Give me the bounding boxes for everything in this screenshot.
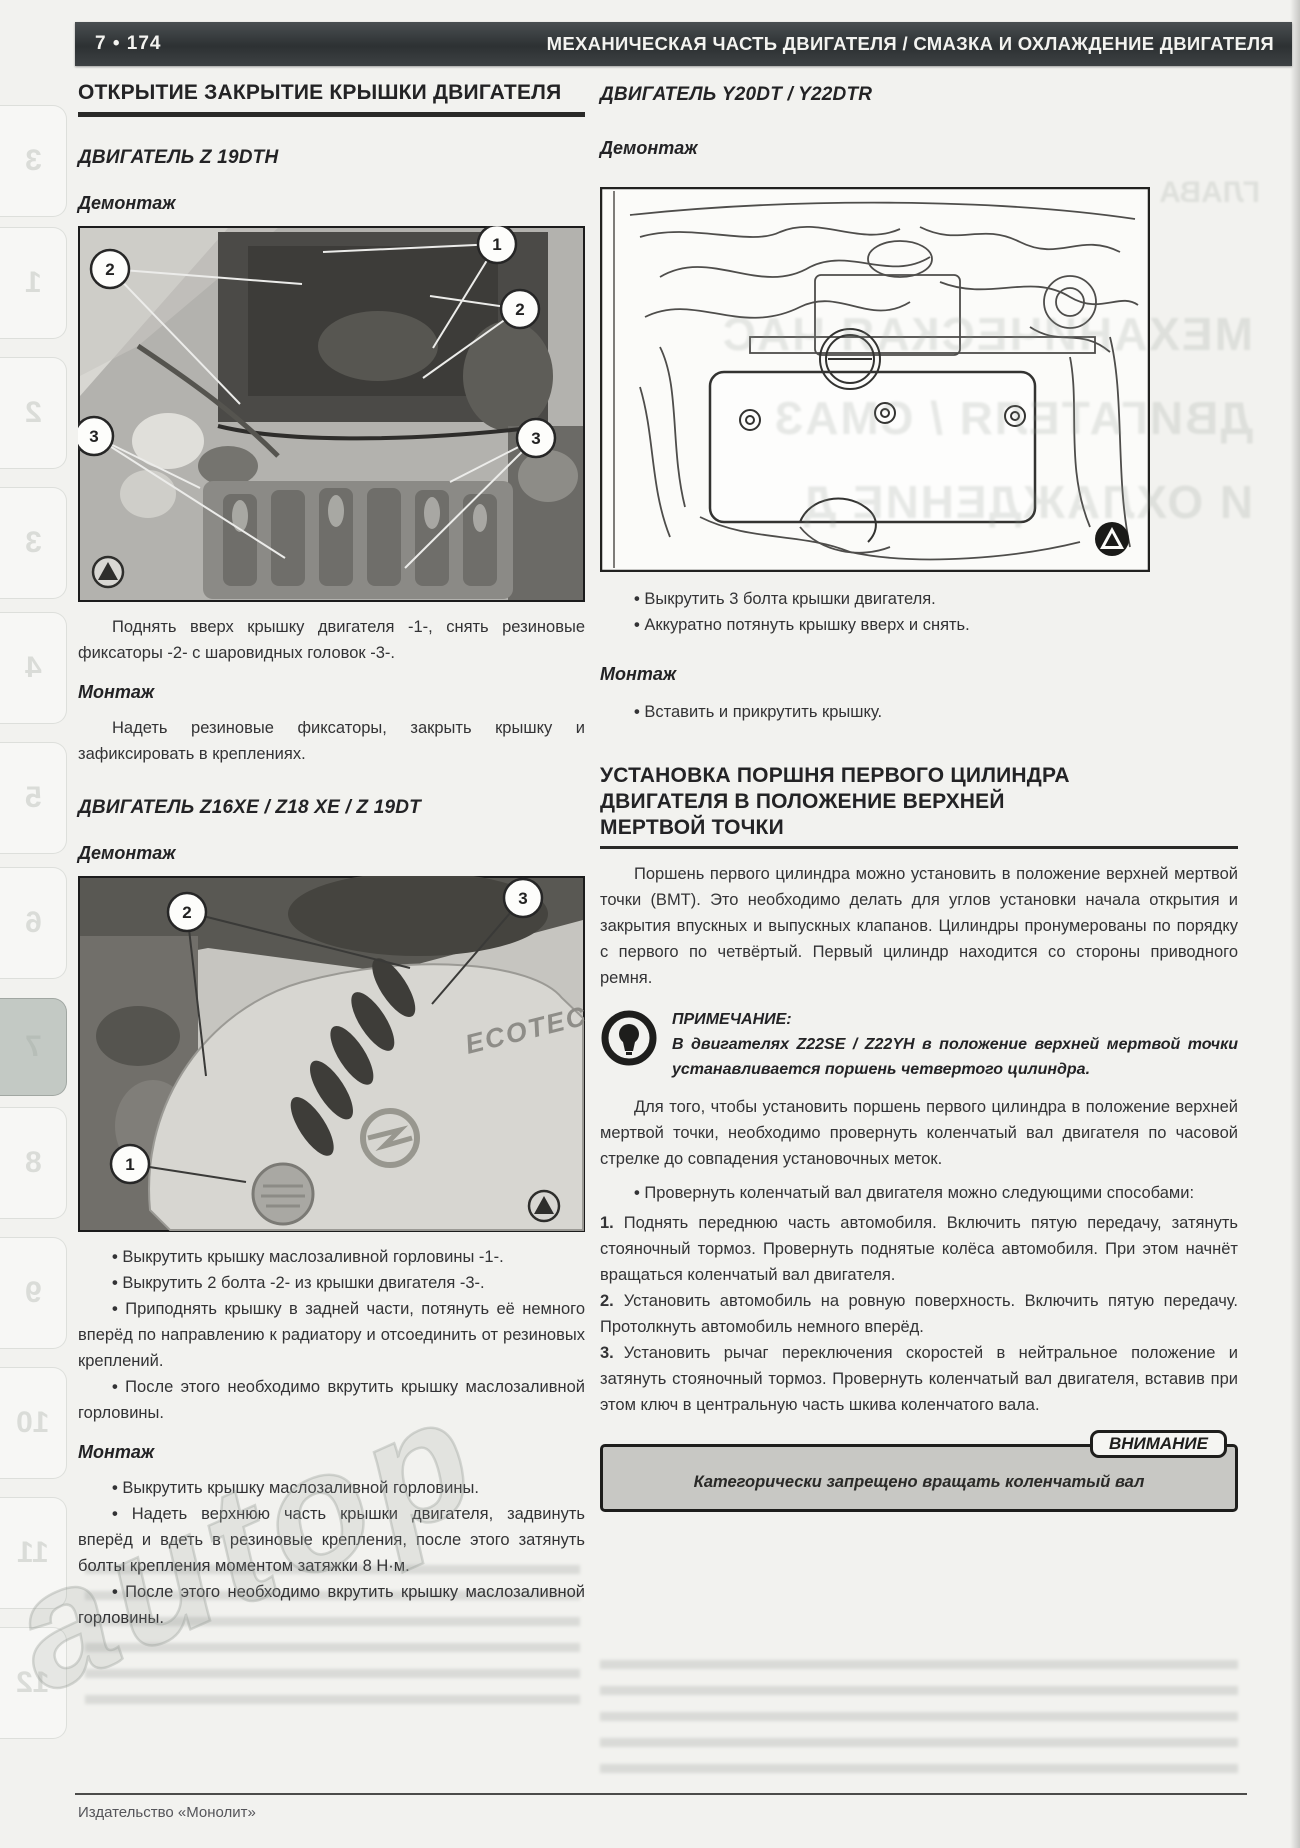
engine3-demontage-label: Демонтаж (600, 138, 698, 158)
monolit-logo-icon (1095, 522, 1129, 556)
margin-tab: 3 (0, 487, 67, 599)
step-2: 2.Установить автомобиль на ровную поверх… (600, 1292, 1238, 1336)
engine3-montage-label: Монтаж (600, 664, 677, 684)
callout-3b: 3 (531, 429, 540, 448)
figure1-callouts: 1 2 2 3 3 (78, 226, 557, 459)
chapter-title: МЕХАНИЧЕСКАЯ ЧАСТЬ ДВИГАТЕЛЯ / СМАЗКА И … (546, 33, 1274, 54)
list-item: Выкрутить 2 болта -2- из крышки двигател… (78, 1270, 585, 1296)
page-header-bar: 7 • 174 МЕХАНИЧЕСКАЯ ЧАСТЬ ДВИГАТЕЛЯ / С… (75, 22, 1292, 66)
warning-label: ВНИМАНИЕ (1089, 1430, 1227, 1458)
margin-tab: 4 (0, 612, 67, 724)
page-number: 7 • 174 (95, 33, 162, 54)
title-underline (600, 846, 1238, 849)
tdc-intro-text: Поршень первого цилиндра можно установит… (600, 865, 1238, 987)
engine1-montage-text: Надеть резиновые фиксаторы, закрыть крыш… (78, 719, 585, 763)
figure2-callouts: 2 3 1 (109, 877, 544, 1185)
left-column: ОТКРЫТИЕ ЗАКРЫТИЕ КРЫШКИ ДВИГАТЕЛЯ ДВИГА… (78, 80, 585, 1631)
margin-tab: 2 (0, 357, 67, 469)
margin-tab: 9 (0, 1237, 67, 1349)
footer-rule (75, 1793, 1247, 1795)
note-block: ПРИМЕЧАНИЕ: В двигателях Z22SE / Z22YH в… (600, 1007, 1238, 1082)
margin-tab: 1 (0, 227, 67, 339)
bleed-through-text (600, 1660, 1238, 1775)
methods-intro-list: Провернуть коленчатый вал двигателя можн… (600, 1180, 1238, 1206)
title-underline (78, 112, 585, 117)
margin-tab: 5 (0, 742, 67, 854)
warning-box: ВНИМАНИЕ Категорически запрещено вращать… (600, 1430, 1238, 1512)
bulb-note-icon (601, 1010, 657, 1066)
list-item: Аккуратно потянуть крышку вверх и снять. (600, 612, 1238, 638)
tdc-para2: Для того, чтобы установить поршень перво… (600, 1098, 1238, 1168)
margin-tab: 10 (0, 1367, 67, 1479)
list-item: Выкрутить крышку маслозаливной горловины… (78, 1475, 585, 1501)
engine3-title: ДВИГАТЕЛЬ Y20DT / Y22DTR (600, 84, 873, 105)
callout-3: 3 (518, 889, 527, 908)
engine1-demontage-label: Демонтаж (78, 193, 176, 213)
engine2-demontage-label: Демонтаж (78, 843, 176, 863)
list-item: Выкрутить крышку маслозаливной горловины… (78, 1244, 585, 1270)
engine2-title: ДВИГАТЕЛЬ Z16XE / Z18 XE / Z 19DT (78, 797, 421, 818)
section-title-tdc: УСТАНОВКА ПОРШНЯ ПЕРВОГО ЦИЛИНДРА ДВИГАТ… (600, 764, 1070, 839)
bleed-through-word: ГЛАВА (1159, 176, 1260, 209)
margin-tab: 11 (0, 1497, 67, 1609)
step-number: 1. (600, 1214, 614, 1232)
section-title-engine-cover: ОТКРЫТИЕ ЗАКРЫТИЕ КРЫШКИ ДВИГАТЕЛЯ (78, 81, 562, 104)
step-1: 1.Поднять переднюю часть автомобиля. Вкл… (600, 1214, 1238, 1284)
monolit-logo-icon (91, 555, 125, 589)
warning-text: Категорически запрещено вращать коленчат… (693, 1473, 1145, 1491)
list-item: Выкрутить 3 болта крышки двигателя. (600, 586, 1238, 612)
engine2-montage-list: Выкрутить крышку маслозаливной горловины… (78, 1475, 585, 1631)
right-column: ДВИГАТЕЛЬ Y20DT / Y22DTR Демонтаж (600, 80, 1238, 1512)
list-item: Надеть верхнюю часть крышки двигателя, з… (78, 1501, 585, 1579)
list-item: После этого необходимо вкрутить крышку м… (78, 1374, 585, 1426)
note-label: ПРИМЕЧАНИЕ: (672, 1011, 792, 1028)
callout-2b: 2 (515, 300, 524, 319)
list-item: Провернуть коленчатый вал двигателя можн… (600, 1180, 1238, 1206)
callout-1: 1 (125, 1155, 134, 1174)
engine3-demontage-list: Выкрутить 3 болта крышки двигателя. Акку… (600, 586, 1238, 638)
engine2-demontage-list: Выкрутить крышку маслозаливной горловины… (78, 1244, 585, 1426)
callout-3: 3 (89, 427, 98, 446)
margin-tab: 8 (0, 1107, 67, 1219)
note-text: ПРИМЕЧАНИЕ: В двигателях Z22SE / Z22YH в… (600, 1007, 1238, 1082)
publisher-name: Издательство «Монолит» (78, 1804, 256, 1821)
margin-tab-active: 7 (0, 998, 67, 1096)
figure-engine-y20dt-drawing (600, 187, 1150, 572)
engine1-title: ДВИГАТЕЛЬ Z 19DTH (78, 147, 279, 168)
step-number: 3. (600, 1344, 614, 1362)
list-item: После этого необходимо вкрутить крышку м… (78, 1579, 585, 1631)
opel-logo-icon (360, 1108, 420, 1168)
margin-tab: 6 (0, 867, 67, 979)
step-3: 3.Установить рычаг переключения скоросте… (600, 1344, 1238, 1414)
list-item: Приподнять крышку в задней части, потяну… (78, 1296, 585, 1374)
figure-engine-ecotec-photo: ECOTEC 2 3 1 (78, 876, 585, 1232)
figure-engine-z19dth-photo: 1 2 2 3 3 (78, 226, 585, 602)
callout-2: 2 (105, 260, 114, 279)
callout-1: 1 (492, 235, 501, 254)
engine3-montage-list: Вставить и прикрутить крышку. (600, 699, 1238, 725)
monolit-logo-icon (527, 1189, 561, 1223)
engine1-montage-label: Монтаж (78, 682, 155, 702)
margin-tab: 12 (0, 1627, 67, 1739)
list-item: Вставить и прикрутить крышку. (600, 699, 1238, 725)
engine2-montage-label: Монтаж (78, 1442, 155, 1462)
step-number: 2. (600, 1292, 614, 1310)
engine1-demontage-text: Поднять вверх крышку двигателя -1-, снят… (78, 618, 585, 662)
margin-tab: 3 (0, 105, 67, 217)
callout-2: 2 (182, 903, 191, 922)
